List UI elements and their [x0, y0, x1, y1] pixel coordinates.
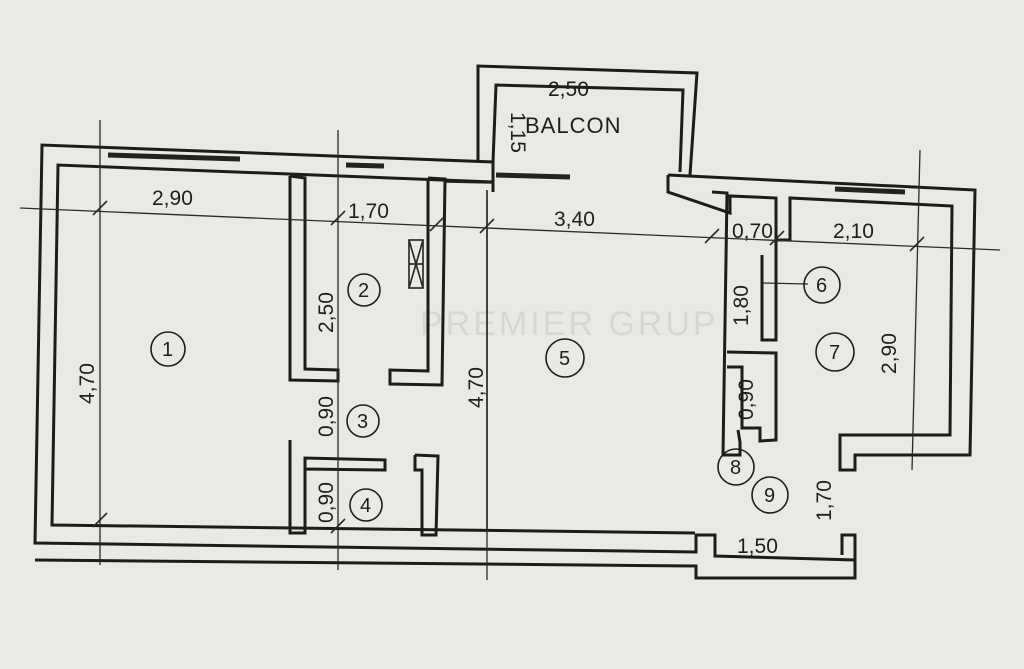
room-5-number: 5	[559, 348, 570, 370]
room6-width-dim: 0,70	[732, 220, 773, 243]
room9-height-dim: 1,70	[813, 480, 836, 521]
room-4-marker	[349, 488, 383, 522]
room1-height-dim: 4,70	[76, 363, 99, 404]
room2-height-dim: 2,50	[315, 292, 338, 333]
room-1-marker	[150, 331, 186, 367]
room5-width-dim: 3,40	[554, 208, 595, 231]
windows	[107, 152, 906, 195]
room9-width-dim: 1,50	[737, 535, 778, 558]
balcony-depth-dim: 1,15	[506, 112, 529, 153]
room-3-marker	[346, 404, 380, 438]
vent-icon	[408, 239, 424, 289]
balcony-label: BALCON	[525, 113, 621, 138]
room-9-number: 9	[764, 485, 775, 507]
room6-height-dim: 1,80	[730, 285, 753, 326]
room-2-marker	[347, 273, 381, 307]
room7-width-dim: 2,10	[833, 220, 874, 243]
room-markers: 1 2 3 4 5 6 7 8 9	[150, 266, 855, 522]
room-6-number: 6	[816, 275, 827, 297]
room-2-number: 2	[358, 280, 369, 302]
room-6-marker	[803, 266, 841, 304]
exterior-walls	[33, 64, 977, 580]
room7-height-dim: 2,90	[878, 333, 901, 374]
room-9-marker	[751, 476, 789, 514]
room4-height-dim: 0,90	[315, 482, 338, 523]
room-3-number: 3	[357, 411, 368, 433]
dimension-lines	[19, 120, 1001, 580]
watermark-text: PREMIER GRUP	[420, 305, 719, 343]
room-1-number: 1	[162, 339, 173, 361]
room2-width-dim: 1,70	[348, 200, 389, 223]
room8-height-dim: 0,90	[735, 379, 758, 420]
room-8-number: 8	[730, 457, 741, 479]
room5-height-dim: 4,70	[465, 367, 488, 408]
room1-width-dim: 2,90	[152, 187, 193, 210]
balcony-width-dim: 2,50	[548, 78, 589, 101]
room-5-marker	[545, 338, 585, 378]
room3-height-dim: 0,90	[315, 396, 338, 437]
room-4-number: 4	[360, 495, 371, 517]
room-7-marker	[815, 332, 855, 372]
room-8-marker	[717, 448, 755, 486]
room-7-number: 7	[829, 342, 840, 364]
